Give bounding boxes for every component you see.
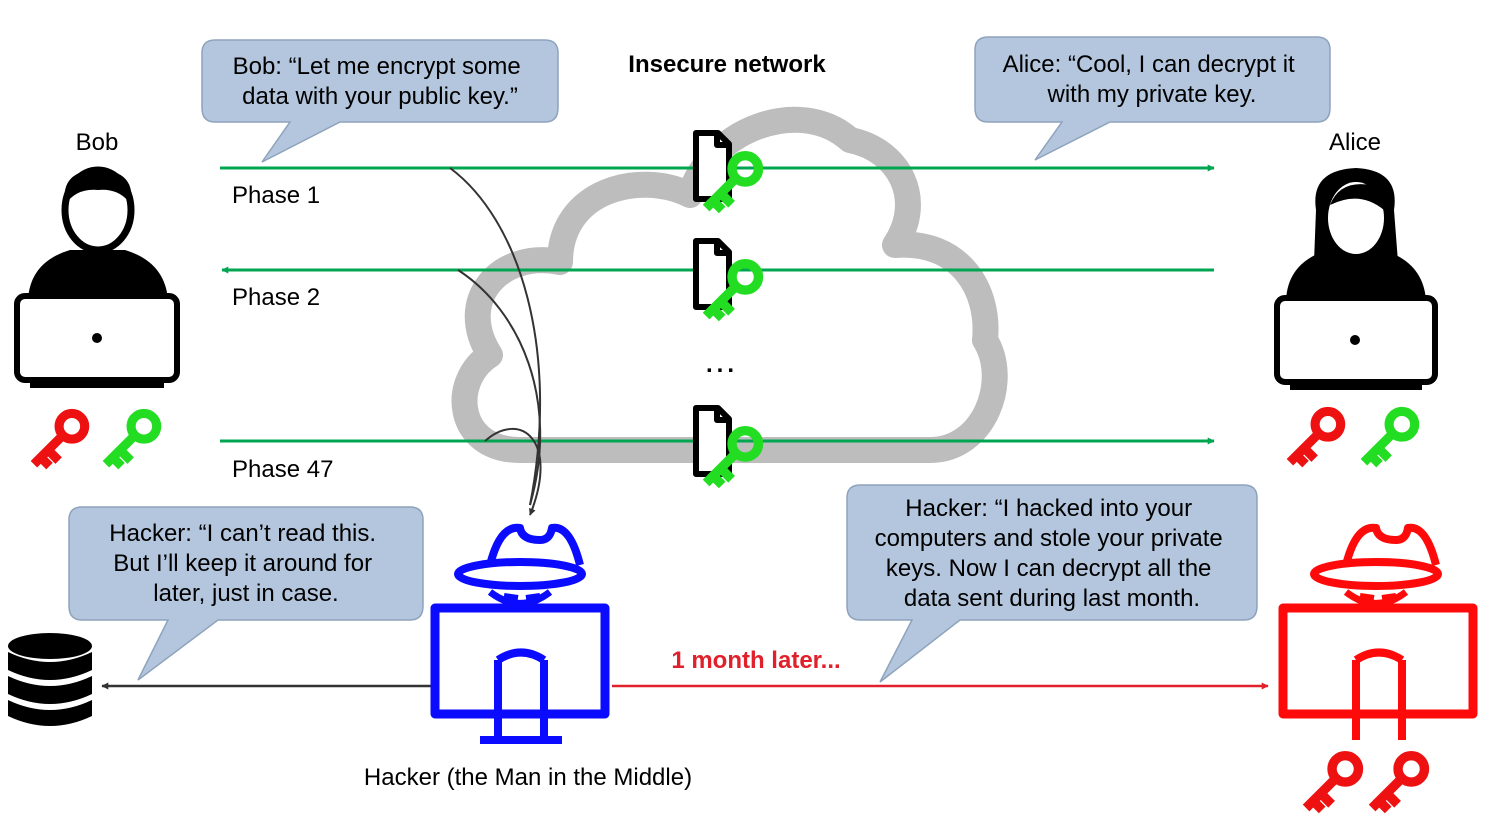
svg-text:Bob: “Let me encrypt some: Bob: “Let me encrypt some data with your… xyxy=(233,53,528,110)
ellipsis: ... xyxy=(706,351,738,378)
bob-label: Bob xyxy=(76,129,119,156)
cloud-icon xyxy=(451,106,1008,463)
hacker-later-bubble-line: keys. Now I can decrypt all the xyxy=(886,555,1211,582)
intercept-curve-phase-2 xyxy=(457,269,542,506)
bob-bubble-line: Bob: “Let me encrypt some xyxy=(233,53,521,80)
alice-bubble-line: with my private key. xyxy=(1047,81,1257,108)
bob-private-key-icon xyxy=(37,413,85,462)
hacker-later-speech-bubble: Hacker: “I hacked into your computers an… xyxy=(846,484,1258,683)
phase-47-label: Phase 47 xyxy=(232,456,333,483)
alice-laptop-icon xyxy=(1274,295,1438,390)
hacker-store-bubble-line: Hacker: “I can’t read this. xyxy=(109,520,376,547)
hacker-later-icon xyxy=(1278,523,1478,740)
hacker-store-bubble-line: But I’ll keep it around for xyxy=(113,550,372,577)
svg-text:Hacker: “I can’t read this.: Hacker: “I can’t read this. But I’ll kee… xyxy=(109,520,382,607)
bob-person-icon xyxy=(28,166,168,300)
later-label: 1 month later... xyxy=(671,647,840,674)
alice-person-icon xyxy=(1286,168,1426,300)
alice-label: Alice xyxy=(1329,129,1381,156)
bob-public-key-icon xyxy=(109,413,157,462)
bob-bubble-line: data with your public key.” xyxy=(242,83,518,110)
database-icon xyxy=(8,633,92,726)
hacker-store-bubble-line: later, just in case. xyxy=(153,580,338,607)
hacker-store-speech-bubble: Hacker: “I can’t read this. But I’ll kee… xyxy=(68,506,424,681)
alice-speech-bubble: Alice: “Cool, I can decrypt it with my p… xyxy=(974,36,1331,161)
intercept-curve-phase-47 xyxy=(484,427,542,516)
phase-2-label: Phase 2 xyxy=(232,284,320,311)
stolen-private-key-icon xyxy=(1375,756,1424,807)
network-title: Insecure network xyxy=(628,51,826,78)
svg-text:Alice: “Cool, I can decrypt it: Alice: “Cool, I can decrypt it with my p… xyxy=(1003,51,1302,108)
stolen-private-key-icon xyxy=(1309,756,1358,807)
svg-text:Hacker: “I hacked into your: Hacker: “I hacked into your computers an… xyxy=(875,495,1230,612)
intercept-curve-phase-1 xyxy=(449,167,541,506)
hacker-later-bubble-line: computers and stole your private xyxy=(875,525,1223,552)
hacker-mitm-icon xyxy=(430,523,610,744)
hacker-label: Hacker (the Man in the Middle) xyxy=(364,764,692,791)
alice-bubble-line: Alice: “Cool, I can decrypt it xyxy=(1003,51,1295,78)
hacker-later-bubble-line: Hacker: “I hacked into your xyxy=(905,495,1192,522)
alice-public-key-icon xyxy=(1367,411,1415,460)
bob-laptop-icon xyxy=(14,293,180,388)
bob-speech-bubble: Bob: “Let me encrypt some data with your… xyxy=(201,39,559,163)
encrypted-document-phase-2 xyxy=(696,241,758,315)
alice-private-key-icon xyxy=(1293,411,1341,460)
phase-1-label: Phase 1 xyxy=(232,182,320,209)
hacker-later-bubble-line: data sent during last month. xyxy=(904,585,1200,612)
